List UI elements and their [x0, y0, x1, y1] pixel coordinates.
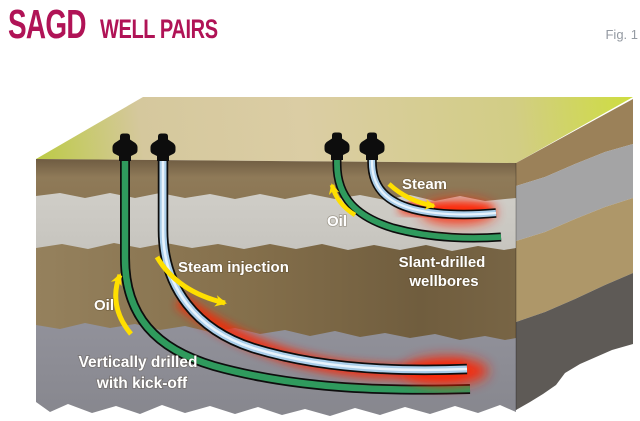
side-layer-overburden [516, 99, 633, 186]
front-layer-caprock-gray [36, 193, 516, 260]
side-layer-caprock-gray [516, 144, 633, 241]
label-vertically-drilled-line1: Vertically drilled [79, 354, 198, 371]
flow-arrow-icon-steam-left [154, 255, 227, 307]
label-slant-drilled-line2: wellbores [408, 273, 478, 290]
side-layer-reservoir-tan [516, 198, 633, 322]
page-title-main: SAGD [8, 1, 87, 47]
side-layer-base-dark [516, 273, 633, 410]
label-oil-left: Oil [94, 297, 114, 314]
page-title: SAGD WELL PAIRS [8, 4, 259, 45]
label-oil-right: Oil [327, 213, 347, 230]
label-steam-right: Steam [402, 176, 447, 193]
oil-well-right-pipe [334, 152, 502, 241]
label-steam-injection: Steam injection [178, 259, 289, 276]
label-vertically-drilled-line2: with kick-off [96, 375, 188, 392]
flow-arrow-icon-steam-right [387, 182, 436, 210]
figure-number-label: Fig. 1 [605, 27, 638, 42]
front-layer-reservoir-brown [36, 243, 516, 345]
page-title-sub: WELL PAIRS [100, 14, 219, 44]
steam-well-right-pipe-core [370, 152, 497, 216]
flow-arrow-icon-oil-right [328, 183, 357, 217]
block-top-surface [36, 97, 633, 163]
oil-well-left-pipe [121, 152, 471, 393]
label-slant-drilled-line1: Slant-drilled [399, 254, 486, 271]
flow-arrow-icon-oil-left [110, 273, 133, 336]
